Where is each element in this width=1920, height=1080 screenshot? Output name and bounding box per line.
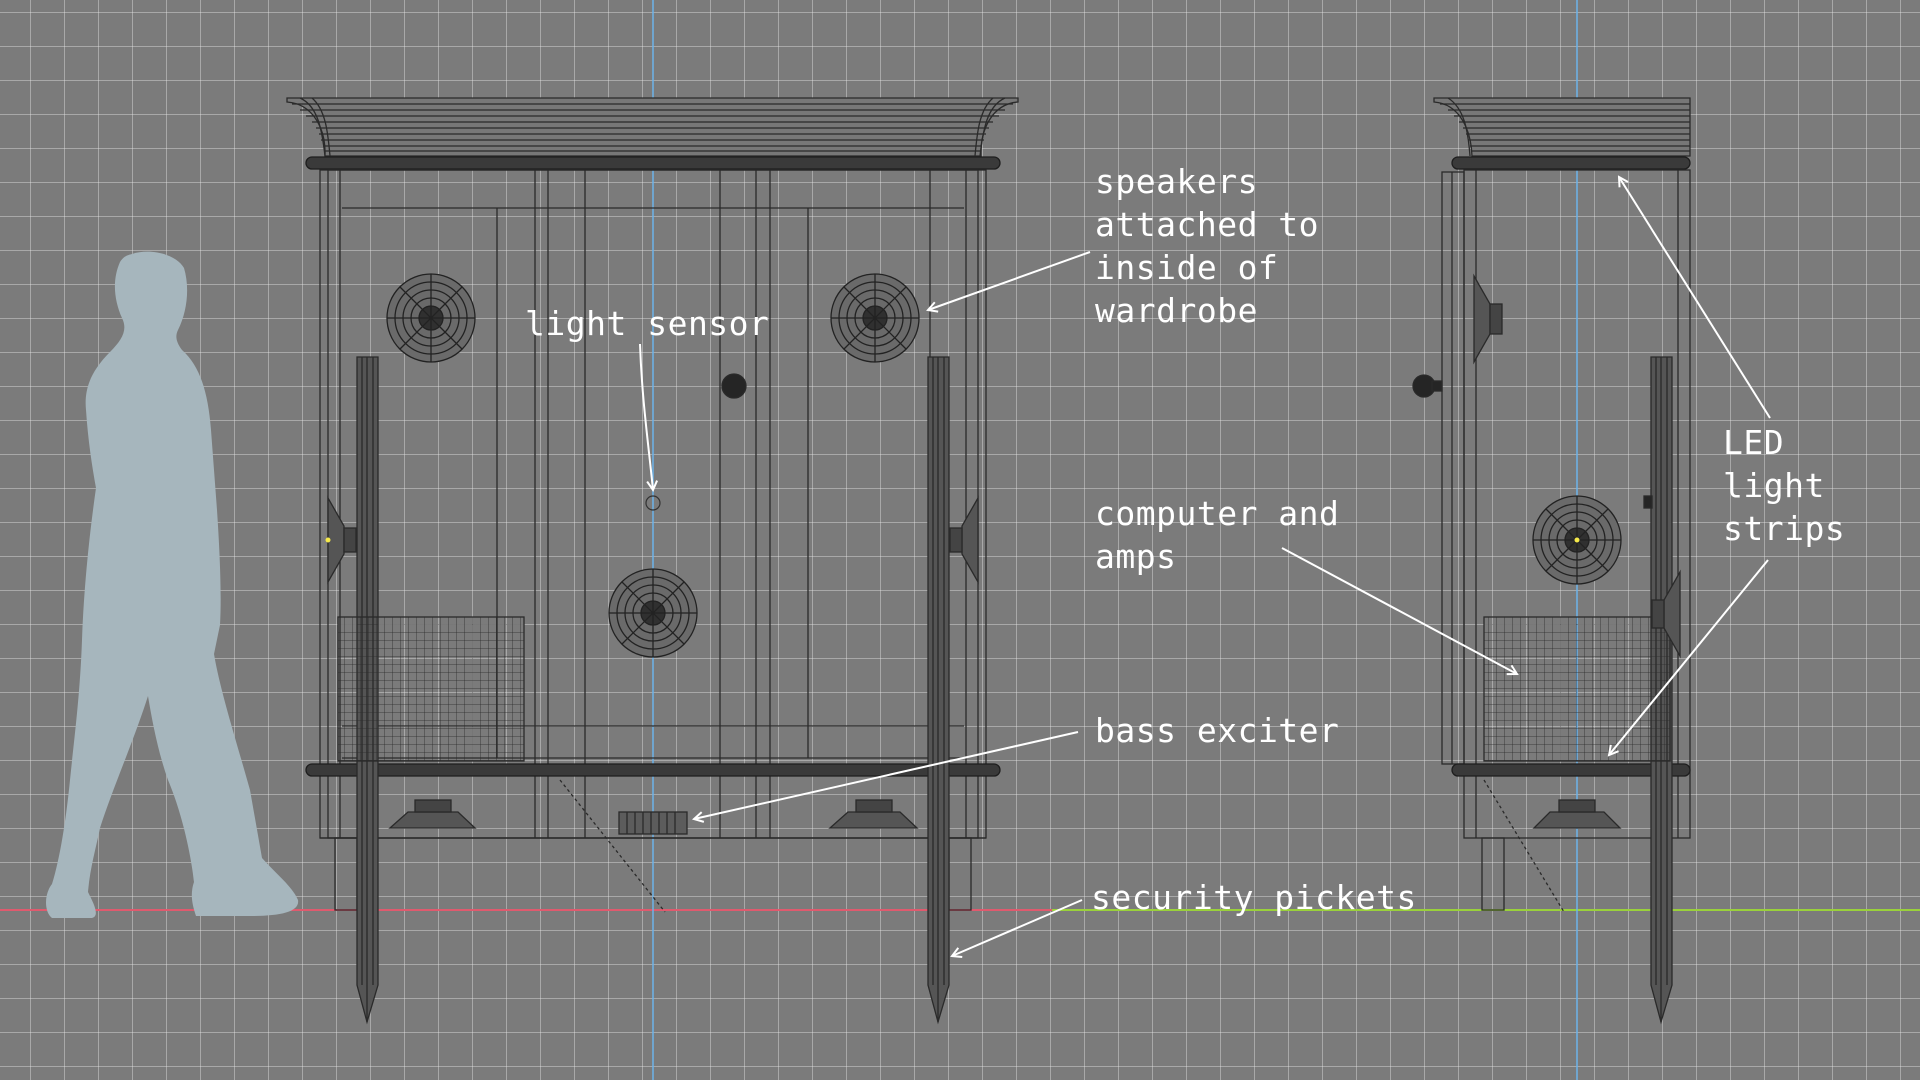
led-strips-bottom-arrow — [1609, 559, 1769, 755]
computer-arrow — [1281, 547, 1517, 674]
led-strips-top-arrow — [1619, 177, 1771, 419]
human-scale-figure — [46, 251, 299, 918]
bass-exciter-arrow — [694, 731, 1079, 819]
computer-callout: computer and amps — [1095, 494, 1340, 576]
wardrobe-side-view — [1412, 97, 1691, 1025]
wardrobe-front-view — [286, 97, 1019, 1025]
security-pickets-callout: security pickets — [1091, 878, 1417, 917]
bass-exciter-callout: bass exciter — [1095, 711, 1340, 750]
side-vertex-marker — [1574, 537, 1580, 543]
speakers-arrow — [928, 251, 1091, 310]
selected-vertex-marker — [325, 537, 331, 543]
light-sensor-callout: light sensor — [525, 304, 770, 343]
speakers-callout: speakers attached to inside of wardrobe — [1095, 162, 1320, 330]
security-pickets-arrow — [952, 899, 1083, 956]
light-sensor-arrow — [639, 343, 653, 490]
led-strips-callout: LED light strips — [1723, 423, 1846, 548]
